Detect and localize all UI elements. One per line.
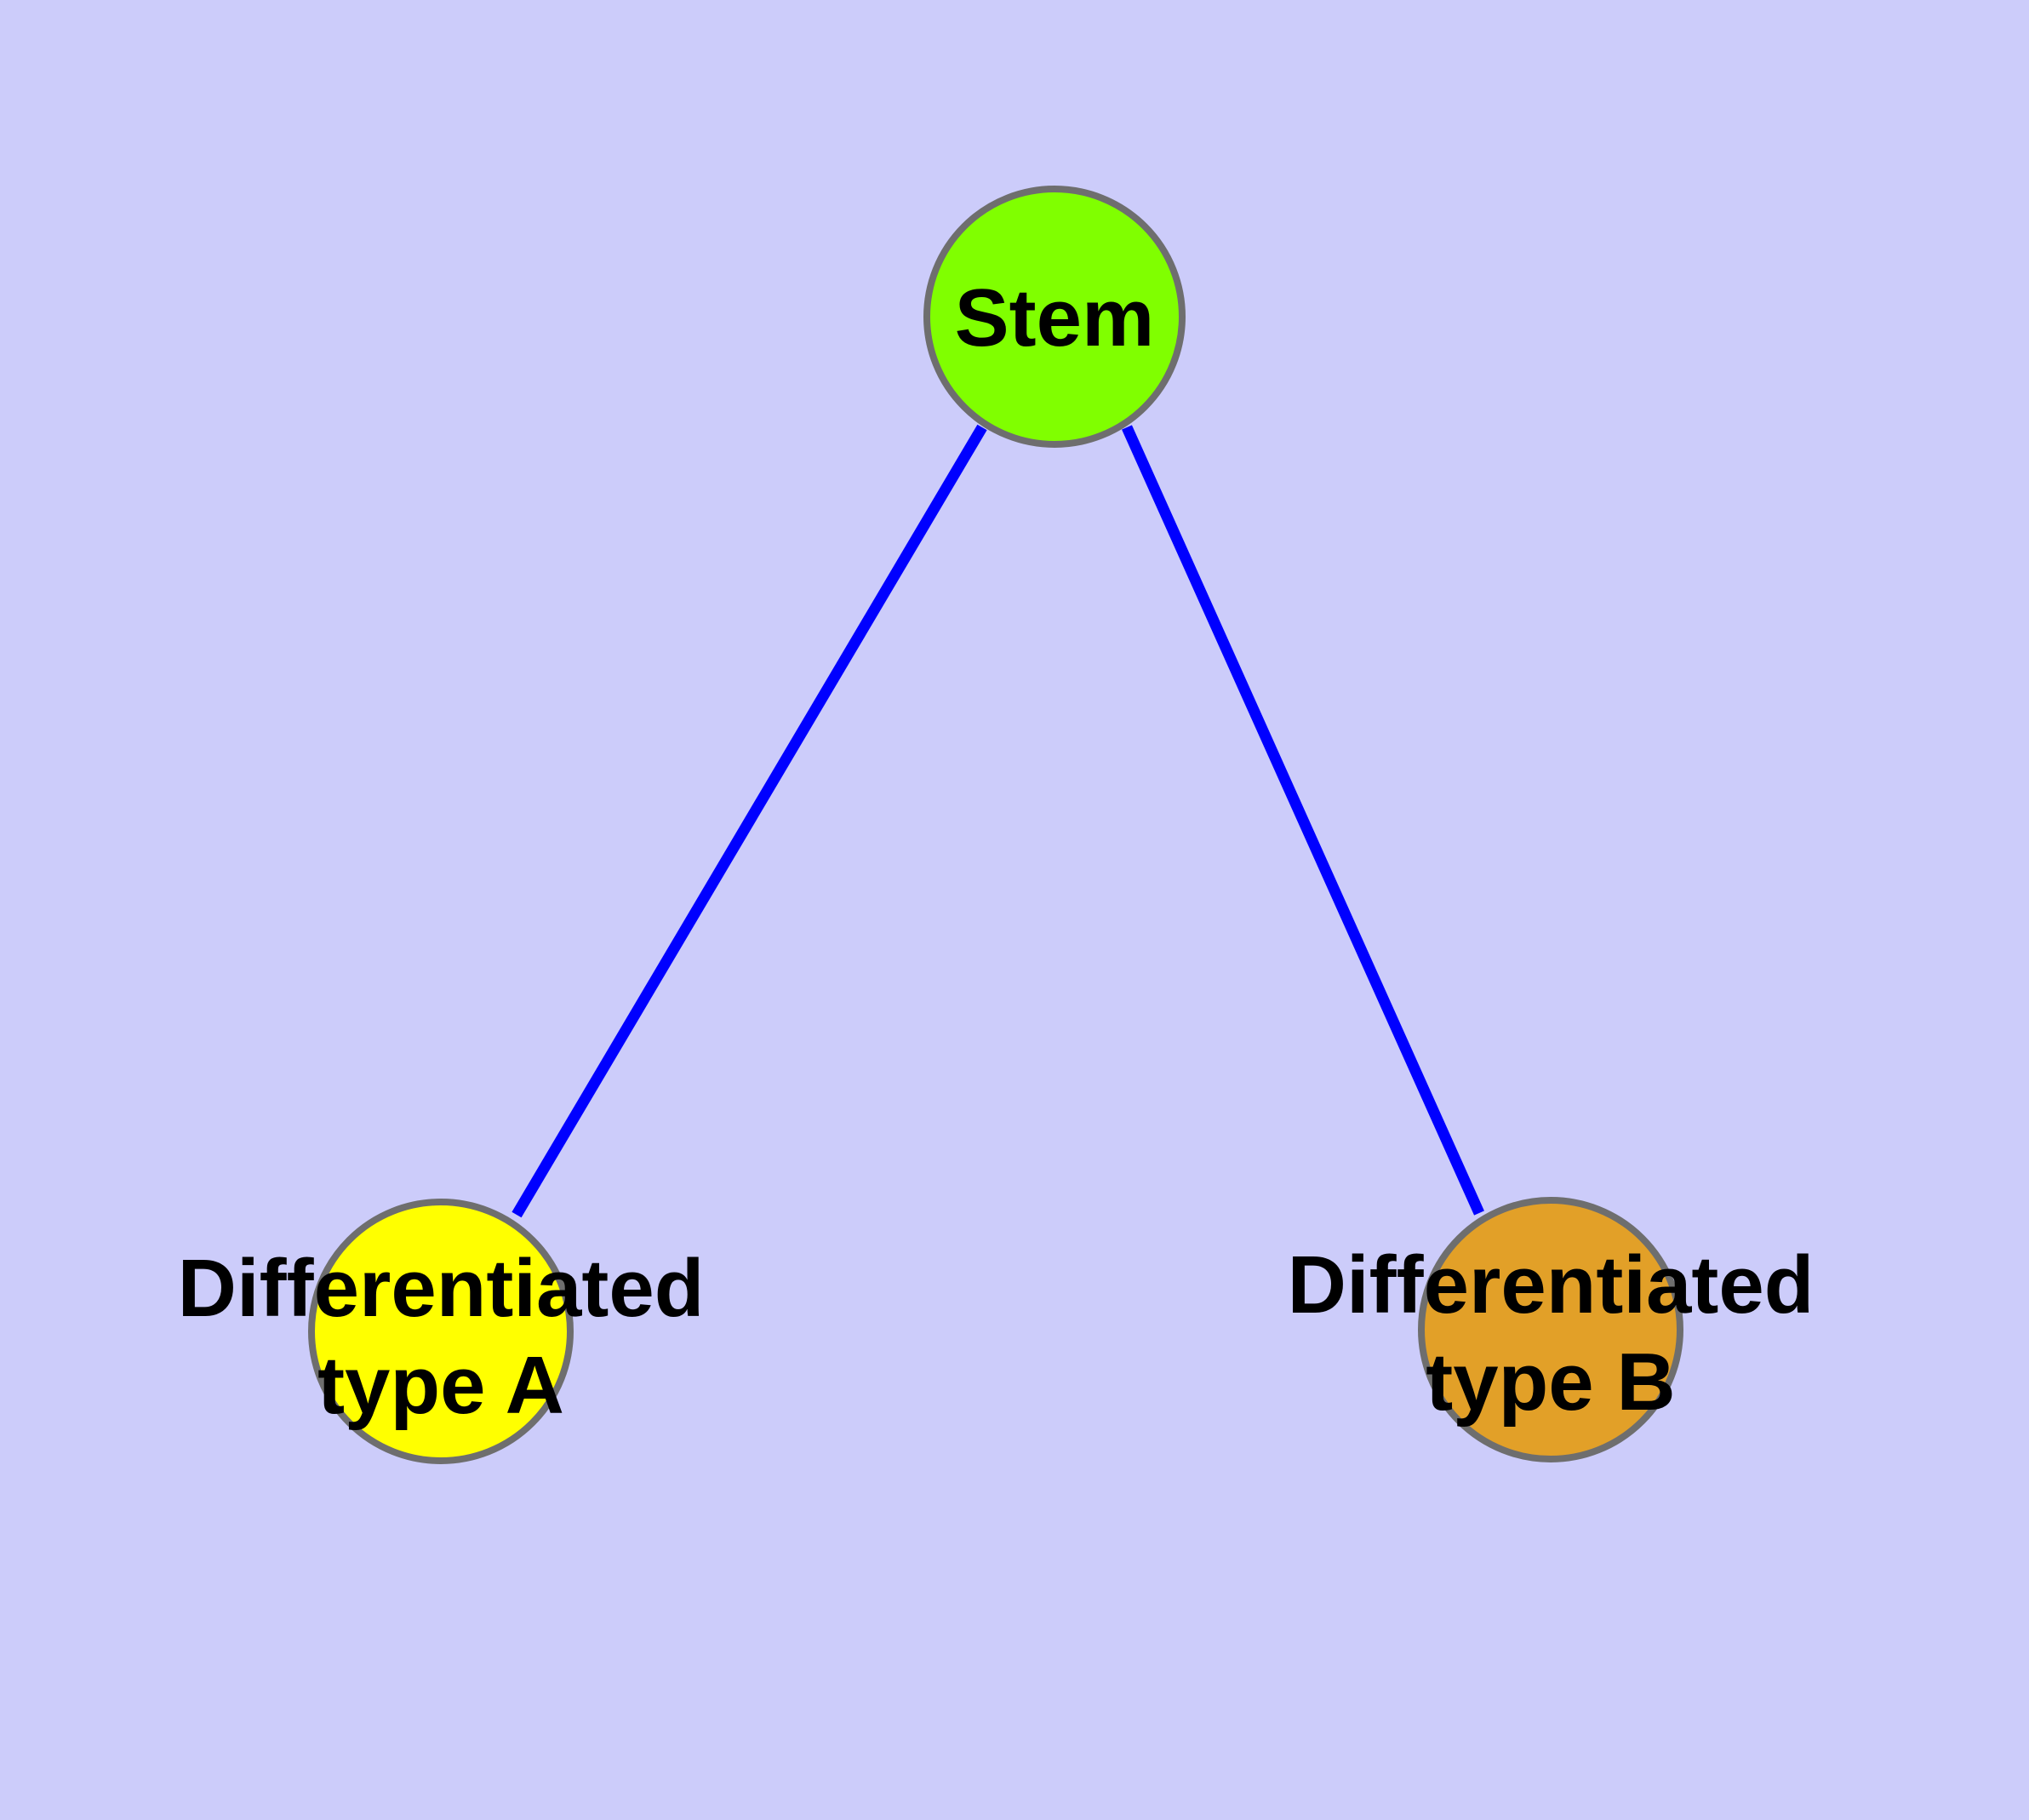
node-stem[interactable]	[923, 186, 1186, 448]
node-differentiated-type-a[interactable]	[308, 1199, 574, 1464]
label-layer: Stem Differentiated type A Differentiate…	[178, 272, 1815, 1431]
node-differentiated-type-b[interactable]	[1418, 1197, 1683, 1462]
edge-stem-to-differentiated-type-b[interactable]	[1122, 425, 1484, 1216]
edge-stem-to-differentiated-type-a[interactable]	[512, 424, 987, 1218]
node-differentiated-type-a-label-line1: Differentiated	[178, 1243, 705, 1334]
node-differentiated-type-b-label-line1: Differentiated	[1288, 1239, 1815, 1331]
node-differentiated-type-b-label-line2: type B	[1426, 1336, 1675, 1428]
node-layer	[308, 186, 1683, 1464]
edge-layer	[512, 424, 1484, 1218]
node-differentiated-type-a-circle[interactable]	[308, 1199, 574, 1464]
node-differentiated-type-b-circle[interactable]	[1418, 1197, 1683, 1462]
node-differentiated-type-a-label-line2: type A	[317, 1340, 564, 1431]
node-stem-label: Stem	[955, 272, 1155, 363]
node-stem-circle[interactable]	[923, 186, 1186, 448]
